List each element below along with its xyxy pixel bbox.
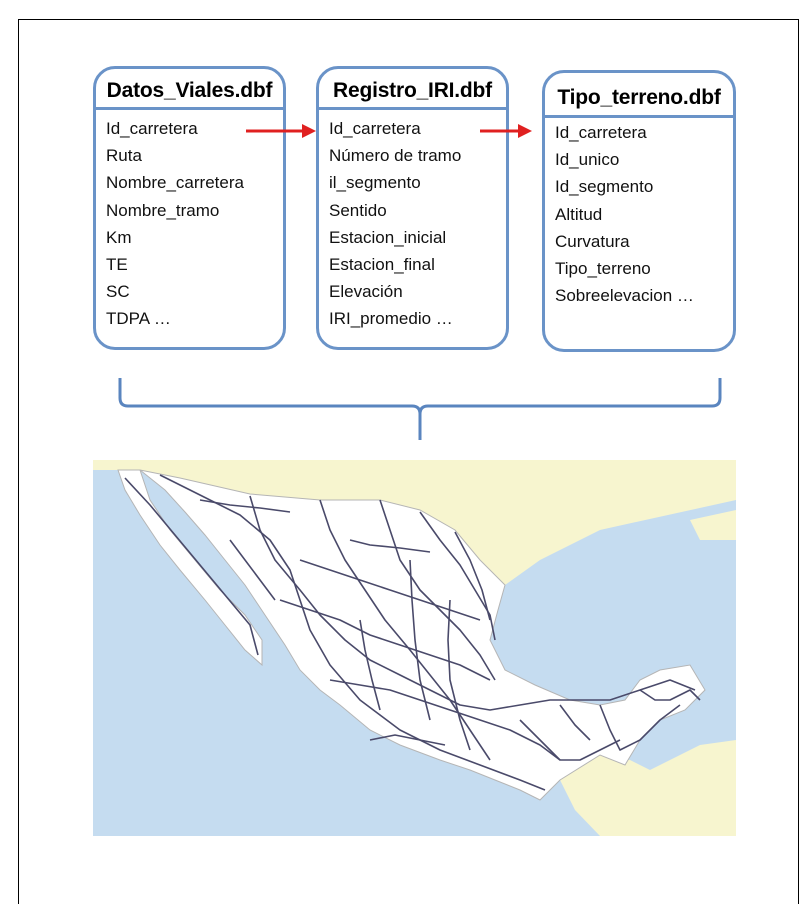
title-divider <box>545 115 733 118</box>
field-item: Curvatura <box>555 231 630 251</box>
field-item: Altitud <box>555 204 603 224</box>
field-item: Nombre_carretera <box>106 173 244 193</box>
field-item: Estacion_final <box>329 254 435 274</box>
field-item: Estacion_inicial <box>329 227 447 247</box>
road-lines <box>124 474 701 791</box>
table-tipo-terreno: Tipo_terreno.dbf Id_carretera Id_unico I… <box>542 70 736 352</box>
field-item: Nombre_tramo <box>106 200 220 220</box>
field-item: Id_carretera <box>329 119 421 138</box>
link-arrow-1 <box>246 124 316 138</box>
table-title: Datos_Viales.dbf <box>106 79 273 102</box>
field-item: Km <box>106 227 132 247</box>
title-divider <box>96 107 283 110</box>
field-item: TDPA … <box>106 309 171 329</box>
field-list: Id_carretera Ruta Nombre_carretera Nombr… <box>106 115 244 333</box>
field-item: Tipo_terreno <box>555 258 651 278</box>
link-arrow-2 <box>480 124 532 138</box>
field-item: Sentido <box>329 200 387 220</box>
table-datos-viales: Datos_Viales.dbf Id_carretera Ruta Nombr… <box>93 66 286 350</box>
field-item: Sobreelevacion … <box>555 286 694 306</box>
grouping-brace <box>118 378 722 440</box>
field-item: Número de tramo <box>329 146 462 166</box>
field-list: Id_carretera Número de tramo il_segmento… <box>329 115 461 333</box>
field-list: Id_carretera Id_unico Id_segmento Altitu… <box>555 119 694 309</box>
road-network-map <box>93 460 736 836</box>
table-title: Tipo_terreno.dbf <box>557 86 721 109</box>
field-item: Id_carretera <box>555 123 647 142</box>
table-title: Registro_IRI.dbf <box>333 79 492 102</box>
title-divider <box>319 107 506 110</box>
field-item: Elevación <box>329 282 403 302</box>
field-item: Id_segmento <box>555 177 654 197</box>
table-registro-iri: Registro_IRI.dbf Id_carretera Número de … <box>316 66 509 350</box>
field-item: il_segmento <box>329 173 421 193</box>
field-item: SC <box>106 282 130 302</box>
figure-frame <box>18 19 799 904</box>
field-item: Ruta <box>106 146 142 166</box>
field-item: TE <box>106 254 128 274</box>
field-item: IRI_promedio … <box>329 309 453 329</box>
field-item: Id_carretera <box>106 119 198 138</box>
field-item: Id_unico <box>555 150 620 170</box>
